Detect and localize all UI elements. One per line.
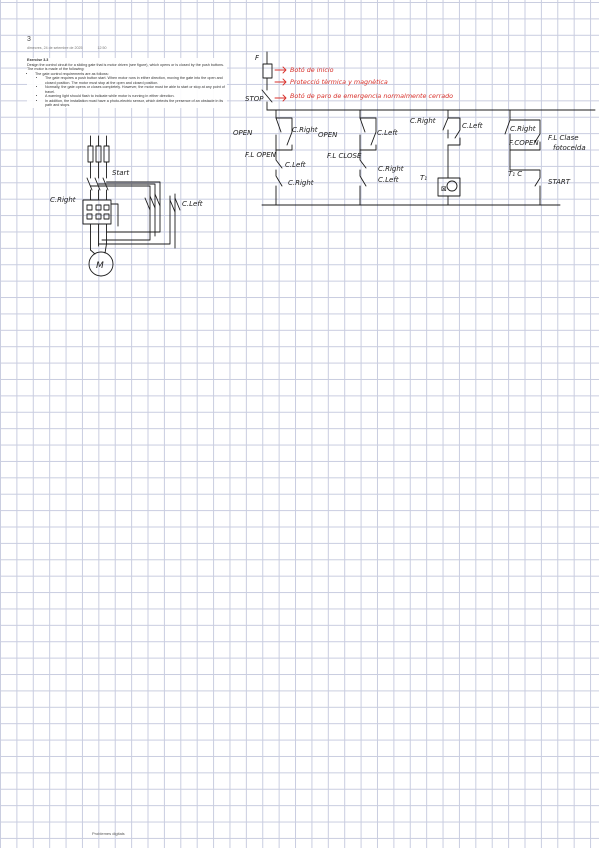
timer-inner-label: ⊠ [441,185,447,193]
exercise-lead-list: The gate control requirements are as fol… [27,72,227,77]
fc-close-label-2: F.L Clase [548,134,579,142]
photocell-label: fotocelda [553,144,586,152]
fc-open-label: F.L OPEN [245,151,277,159]
page-meta: dimecres, 24 de setembre de 2025 12:50 [27,46,121,50]
left-label-3: C.Left [378,176,399,184]
page-number: 3 [27,36,31,43]
page-footer: Problemes digitals [92,831,125,836]
annotation-thermal: Protecció tèrmica y magnètica [290,78,388,86]
page-time: 12:50 [97,46,107,50]
right-label-1: C.Right [292,126,318,134]
annotation-emergency: Botó de paro de emergencia normalmente c… [290,92,453,100]
t1-label: T₁ [420,174,427,182]
power-circuit: M Start C.Right C.Left [50,135,203,277]
power-left-label: C.Left [182,200,203,208]
control-fuse-icon [262,63,273,79]
stop-label: STOP [245,95,264,103]
power-start-label: Start [112,169,129,177]
exercise-bullets: The gate requires a push button start. W… [27,76,227,108]
motor-icon [88,251,114,277]
t1c-label: T₁ C [508,170,522,178]
warning-lamp-icon [446,180,458,192]
fuse-icon [87,145,110,163]
exercise-bullet: Normally, the gate opens or closes compl… [45,85,227,94]
annotation-button: Botó de inicio [290,66,334,74]
open-label-1: OPEN [233,129,253,137]
right-label-3: C.Right [378,165,404,173]
right-label-4: C.Right [410,117,436,125]
fc-close-label: F.L CLOSE [327,152,362,160]
exercise-bullet: In addition, the installation must have … [45,99,227,108]
left-label-4: C.Left [462,122,483,130]
fc-open-label-2: F.COPEN [509,139,539,147]
exercise-lead: The gate control requirements are as fol… [35,72,227,77]
control-circuit: F STOP OPEN C.Right F.L OPEN C.Left C.Ri… [233,51,596,206]
exercise-bullet: The gate requires a push button start. W… [45,76,227,85]
thermal-relay-icon [82,199,112,225]
exercise-title: Exercise 3.3 [27,58,49,62]
exercise-bullet: A warning light should flash to indicate… [45,94,227,99]
exercise-text: Exercise 3.3 Design the control circuit … [27,58,227,108]
page-date: dimecres, 24 de setembre de 2025 [27,46,83,50]
power-right-label: C.Right [50,196,76,204]
exercise-intro: Design the control circuit for a sliding… [27,62,224,72]
left-label-1: C.Left [285,161,306,169]
right-label-2: C.Right [288,179,314,187]
right-label-5: C.Right [510,125,536,133]
left-label-2: C.Left [377,129,398,137]
open-label-2: OPEN [318,131,338,139]
start-label: START [548,178,571,186]
timer-coil-icon [437,177,461,197]
motor-label: M [96,261,104,271]
fuse-label: F [255,54,260,62]
